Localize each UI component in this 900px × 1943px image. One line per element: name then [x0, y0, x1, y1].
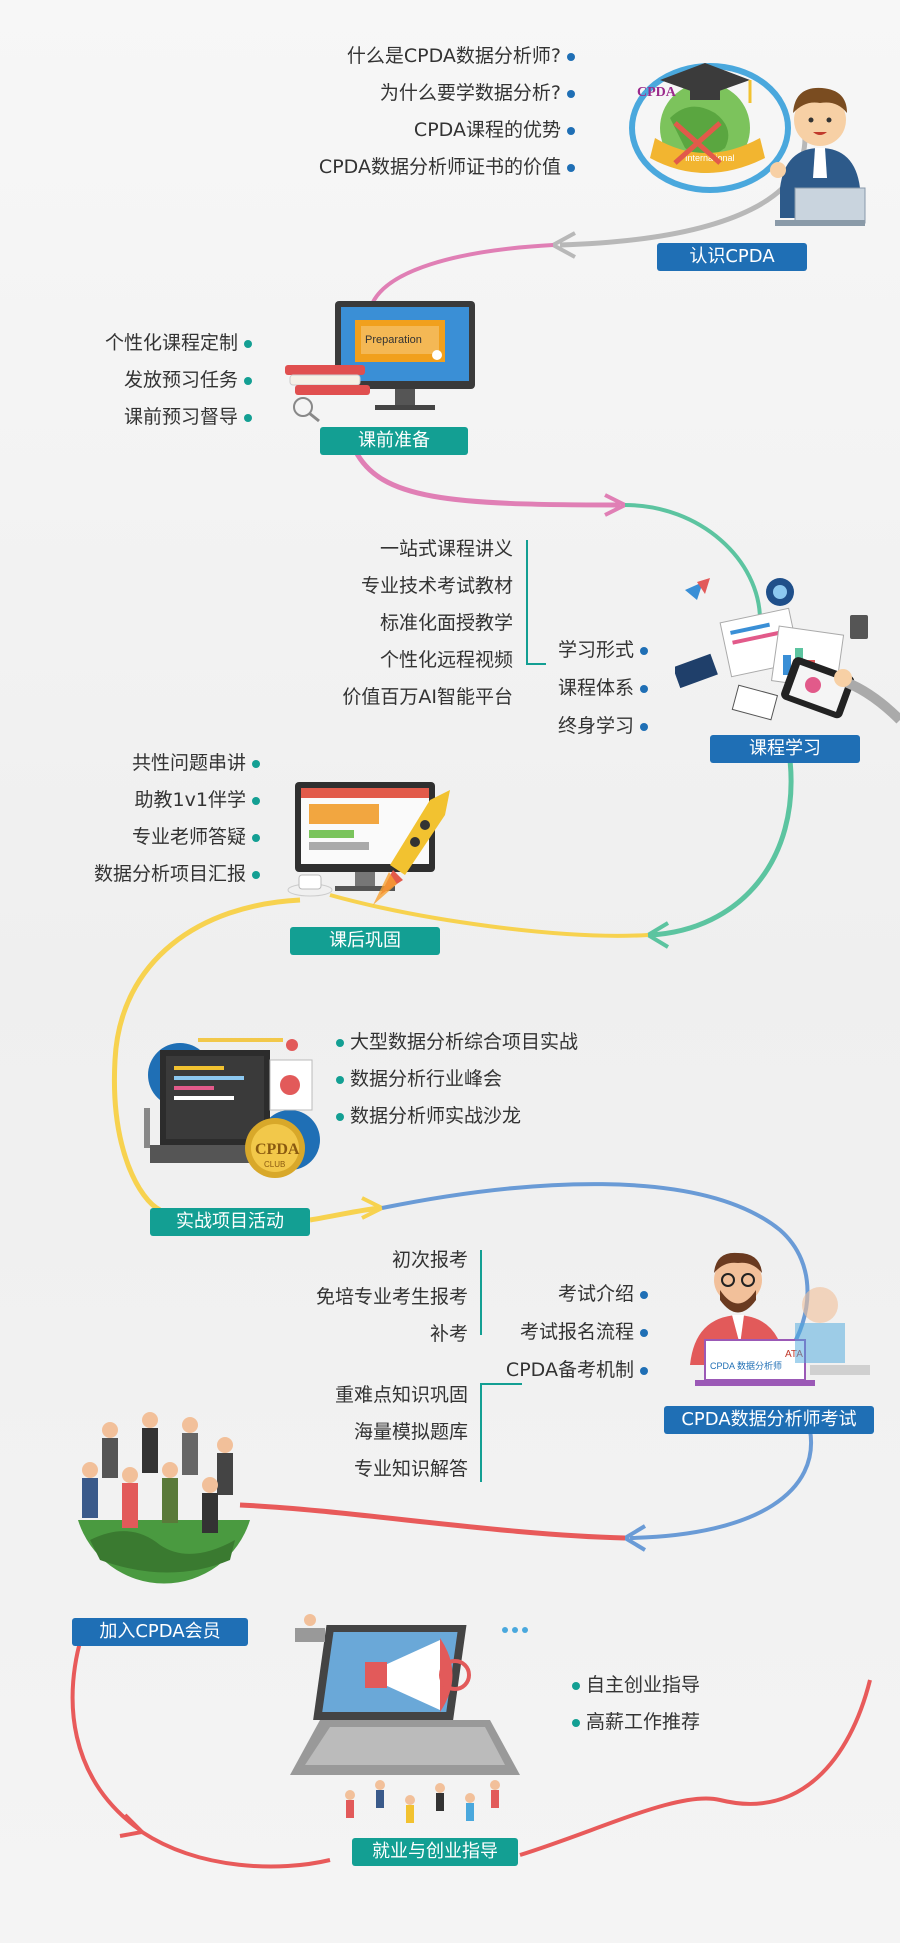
s3-left-item-5: 价值百万AI智能平台 — [342, 686, 513, 708]
s1-item-4: CPDA数据分析师证书的价值 — [319, 155, 575, 179]
bullet-icon — [252, 833, 260, 842]
s1-item-1: 什么是CPDA数据分析师? — [347, 44, 575, 68]
stage-5-label: 实战项目活动 — [150, 1208, 310, 1236]
s2-item-1: 个性化课程定制 — [105, 331, 252, 355]
monitor-rocket-illustration — [287, 782, 450, 905]
svg-text:ATA: ATA — [785, 1349, 803, 1360]
s6-group1-item-1: 初次报考 — [391, 1249, 468, 1271]
s3-left-item-2: 专业技术考试教材 — [360, 575, 513, 597]
bullet-icon — [640, 722, 648, 731]
bullet-icon — [640, 684, 648, 693]
bullet-icon — [640, 646, 648, 655]
s2-item-3: 课前预习督导 — [124, 405, 252, 429]
bullet-icon — [252, 759, 260, 768]
bullet-icon — [567, 89, 575, 98]
s6-group2-item-1: 重难点知识巩固 — [334, 1384, 468, 1406]
stage-3-label: 课程学习 — [710, 735, 860, 763]
s6-group1-item-2: 免培专业考生报考 — [315, 1286, 468, 1308]
s5-item-1: 大型数据分析综合项目实战 — [336, 1030, 578, 1054]
s6-item-2: 考试报名流程 — [520, 1320, 648, 1344]
s6-bracket-1 — [480, 1250, 532, 1335]
bullet-icon — [567, 163, 575, 172]
bullet-icon — [252, 796, 260, 805]
bullet-icon — [567, 52, 575, 61]
s5-item-3: 数据分析师实战沙龙 — [336, 1104, 521, 1128]
exam-teacher-illustration: ATA CPDA 数据分析师 — [690, 1252, 870, 1386]
stage-7-label: 加入CPDA会员 — [72, 1618, 248, 1646]
svg-text:CPDA: CPDA — [255, 1141, 300, 1158]
bullet-icon — [244, 376, 252, 385]
path-yellow — [329, 893, 649, 938]
s6-group1-item-3: 补考 — [429, 1323, 468, 1345]
s3-left-item-3: 标准化面授教学 — [379, 612, 513, 634]
globe-graduate-illustration: International CPDA — [629, 63, 866, 226]
s3-left-item-1: 一站式课程讲义 — [379, 538, 513, 560]
s4-item-1: 共性问题串讲 — [132, 751, 260, 775]
bullet-icon — [640, 1328, 648, 1337]
s8-item-2: 高薪工作推荐 — [572, 1710, 700, 1734]
stage-1-label: 认识CPDA — [657, 243, 807, 271]
s8-item-1: 自主创业指导 — [572, 1673, 700, 1697]
study-desk-illustration — [675, 578, 900, 724]
path-red — [239, 1502, 626, 1541]
s6-item-1: 考试介绍 — [558, 1282, 648, 1306]
s2-item-2: 发放预习任务 — [124, 368, 252, 392]
monitor-illustration: Preparation — [285, 301, 475, 423]
bullet-icon — [572, 1718, 580, 1727]
s1-item-2: 为什么要学数据分析? — [380, 81, 575, 105]
svg-text:CPDA: CPDA — [637, 85, 677, 100]
svg-text:CLUB: CLUB — [264, 1160, 285, 1169]
s6-bracket-2 — [480, 1383, 522, 1482]
bullet-icon — [244, 413, 252, 422]
stage-6-label: CPDA数据分析师考试 — [664, 1406, 874, 1434]
bullet-icon — [244, 339, 252, 348]
bullet-icon — [567, 126, 575, 135]
bullet-icon — [336, 1038, 344, 1047]
bullet-icon — [252, 870, 260, 879]
bullet-icon — [572, 1681, 580, 1690]
s6-group2-item-2: 海量模拟题库 — [353, 1421, 468, 1443]
s4-item-3: 专业老师答疑 — [132, 825, 260, 849]
stage-4-label: 课后巩固 — [290, 927, 440, 955]
bullet-icon — [336, 1112, 344, 1121]
bullet-icon — [640, 1366, 648, 1375]
s1-item-3: CPDA课程的优势 — [414, 118, 575, 142]
s6-item-3: CPDA备考机制 — [506, 1358, 648, 1382]
s3-item-3: 终身学习 — [558, 714, 648, 738]
s5-item-2: 数据分析行业峰会 — [336, 1067, 502, 1091]
svg-text:CPDA 数据分析师: CPDA 数据分析师 — [710, 1360, 782, 1371]
s3-left-item-4: 个性化远程视频 — [379, 649, 513, 671]
path-pink — [368, 243, 554, 311]
bullet-icon — [336, 1075, 344, 1084]
s6-group2-item-3: 专业知识解答 — [353, 1458, 468, 1480]
s3-item-1: 学习形式 — [558, 638, 648, 662]
s4-item-2: 助教1v1伴学 — [135, 788, 260, 812]
bullet-icon — [640, 1290, 648, 1299]
stage-2-label: 课前准备 — [320, 427, 468, 455]
laptop-gears-illustration: CPDA CLUB — [144, 1038, 320, 1178]
s3-bracket — [526, 540, 546, 665]
path-green — [624, 503, 762, 621]
s3-item-2: 课程体系 — [558, 676, 648, 700]
members-globe-illustration — [78, 1412, 250, 1584]
stage-8-label: 就业与创业指导 — [352, 1838, 518, 1866]
path-gray — [559, 109, 808, 248]
svg-text:International: International — [685, 153, 735, 163]
laptop-megaphone-illustration — [290, 1614, 528, 1823]
s4-item-4: 数据分析项目汇报 — [94, 862, 260, 886]
svg-text:Preparation: Preparation — [365, 334, 422, 346]
